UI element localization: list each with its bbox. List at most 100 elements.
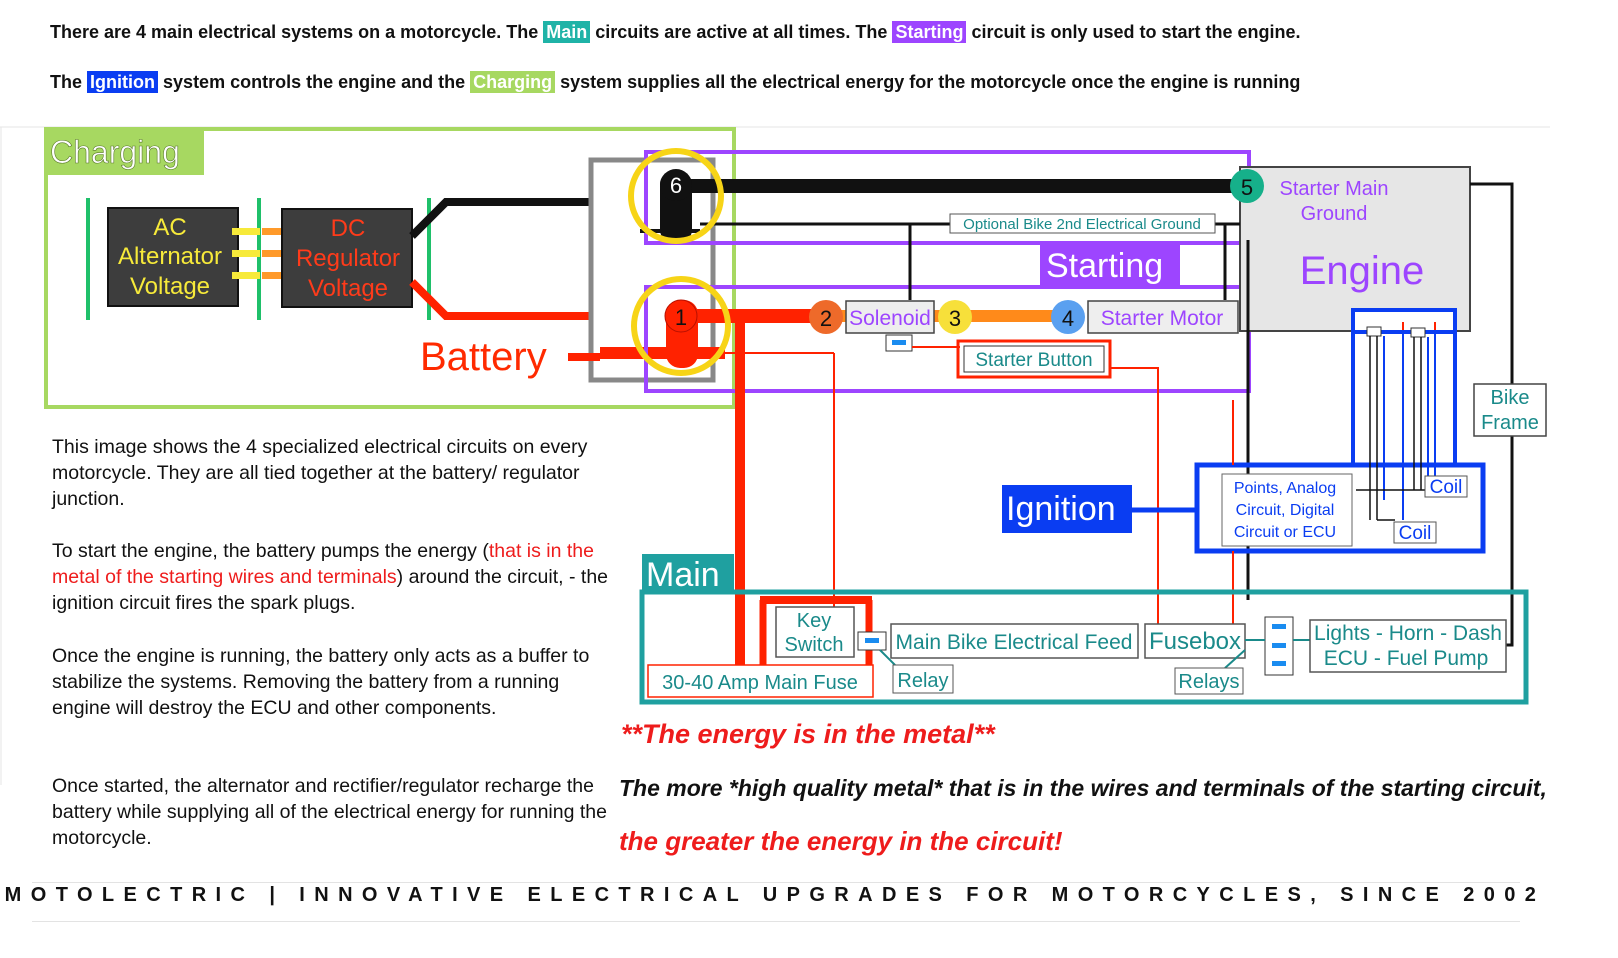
ac-label: Voltage [130, 273, 210, 300]
terminal-2 [809, 300, 843, 334]
relay-box [892, 664, 954, 694]
points-ecu-label: Circuit or ECU [1234, 524, 1336, 541]
terminal-6-highlight [628, 148, 724, 244]
red-wire [1110, 367, 1159, 625]
terminal-4-number: 4 [1062, 306, 1074, 331]
starter-main-label: Ground [1301, 203, 1368, 225]
connector-wire [232, 228, 260, 235]
key-switch-label: Key [797, 610, 831, 632]
bike-frame-label: Frame [1481, 412, 1539, 434]
starter-button-box [963, 345, 1105, 373]
main-feed-box [890, 623, 1139, 659]
fusebox-box [1144, 623, 1246, 659]
connector-wire [232, 250, 260, 257]
starting-title-bg [1040, 244, 1180, 286]
paragraph-running: Once the engine is running, the battery … [52, 645, 590, 719]
lights-label: Lights - Horn - Dash [1314, 622, 1502, 645]
terminal-6 [660, 169, 692, 201]
coil-label: Coil [1399, 523, 1432, 544]
terminal-6-number: 6 [670, 173, 682, 198]
relays-box [1174, 667, 1244, 695]
intro-line-1: There are 4 main electrical systems on a… [50, 21, 1301, 43]
dc-regulator-box [281, 208, 413, 308]
connector-wire [262, 250, 288, 257]
points-ecu-label: Points, Analog [1234, 480, 1336, 497]
charging-title: Charging [50, 134, 180, 170]
footer-divider [32, 921, 1520, 922]
intro-text: There are 4 main electrical systems on a… [50, 22, 539, 42]
terminal-3-number: 3 [949, 306, 961, 331]
relay-pin-icon [865, 638, 879, 643]
paragraph-start: To start the engine, the battery pumps t… [52, 538, 612, 616]
bike-frame-label: Bike [1491, 387, 1530, 409]
optional-ground-box [949, 213, 1216, 234]
starter-button-label: Starter Button [975, 350, 1092, 371]
terminal-1 [664, 299, 698, 333]
main-fuse-box [647, 664, 874, 698]
terminal-5 [1230, 169, 1264, 203]
dc-label: Regulator [296, 245, 400, 272]
solenoid-box [845, 300, 935, 334]
points-ecu-label: Circuit, Digital [1236, 502, 1335, 519]
footer-divider [32, 882, 1520, 883]
ignition-title-bg [1002, 485, 1132, 533]
starter-motor-label: Starter Motor [1101, 307, 1224, 330]
key-switch-label: Switch [785, 634, 844, 656]
intro-text: circuits are active at all times. The [595, 22, 888, 42]
charging-highlight: Charging [470, 71, 556, 93]
terminal-1-highlight [631, 276, 731, 376]
lights-box [1309, 619, 1507, 673]
main-box [639, 589, 1529, 705]
intro-line-2: The Ignition system controls the engine … [50, 71, 1300, 93]
paragraph-text: To start the engine, the battery pumps t… [52, 540, 489, 562]
terminal-2-number: 2 [820, 306, 832, 331]
main-title-bg [642, 554, 734, 592]
coil-label: Coil [1430, 477, 1463, 498]
starting-highlight: Starting [892, 21, 967, 43]
paragraph-recharge: Once started, the alternator and rectifi… [52, 775, 607, 849]
greater-energy-tagline: the greater the energy in the circuit! [619, 826, 1063, 856]
intro-text: The [50, 72, 83, 92]
main-title: Main [646, 556, 720, 594]
quality-metal-tagline: The more *high quality metal* that is in… [619, 775, 1547, 801]
fusebox-label: Fusebox [1149, 628, 1241, 655]
footer-brand: MOTOLECTRIC | INNOVATIVE ELECTRICAL UPGR… [4, 884, 1546, 906]
paragraph-text: ) around the circuit, - the ignition cir… [52, 566, 609, 614]
main-feed-label: Main Bike Electrical Feed [896, 631, 1133, 654]
lights-label: ECU - Fuel Pump [1324, 647, 1489, 670]
ignition-highlight: Ignition [87, 71, 159, 93]
intro-text: circuit is only used to start the engine… [971, 22, 1301, 42]
connector-wire [262, 272, 288, 279]
ignition-title: Ignition [1006, 490, 1116, 528]
relay-label: Relay [897, 670, 948, 692]
dc-label: Voltage [308, 275, 388, 302]
solenoid-label: Solenoid [849, 307, 931, 330]
terminal-3 [938, 300, 972, 334]
bike-frame-box [1473, 383, 1547, 437]
key-switch-box [775, 606, 855, 658]
dc-label: DC [331, 215, 366, 242]
connector-wire [262, 228, 288, 235]
relay-pin-icon [892, 340, 906, 345]
starter-motor-box [1087, 300, 1239, 334]
terminal-5-number: 5 [1241, 175, 1253, 200]
starting-title: Starting [1046, 247, 1163, 285]
terminal-1-number: 1 [675, 305, 687, 330]
paragraph-circuits: This image shows the 4 specialized elect… [52, 436, 588, 510]
intro-text: system controls the engine and the [163, 72, 466, 92]
spark-plug-icon [1366, 326, 1382, 337]
starter-main-label: Starter Main [1280, 178, 1389, 200]
starter-button-outline [956, 339, 1112, 379]
terminal-4 [1051, 300, 1085, 334]
ac-label: AC [153, 214, 186, 241]
spark-plug-icon [1410, 327, 1426, 338]
connector-wire [232, 272, 260, 279]
coil-box [1393, 521, 1437, 544]
optional-ground-label: Optional Bike 2nd Electrical Ground [963, 216, 1201, 233]
engine-label: Engine [1300, 249, 1425, 293]
points-ecu-box [1221, 473, 1353, 547]
paragraph-highlight: that is in the metal of the starting wir… [52, 540, 594, 588]
coil-box [1424, 475, 1468, 498]
main-highlight: Main [543, 21, 591, 43]
